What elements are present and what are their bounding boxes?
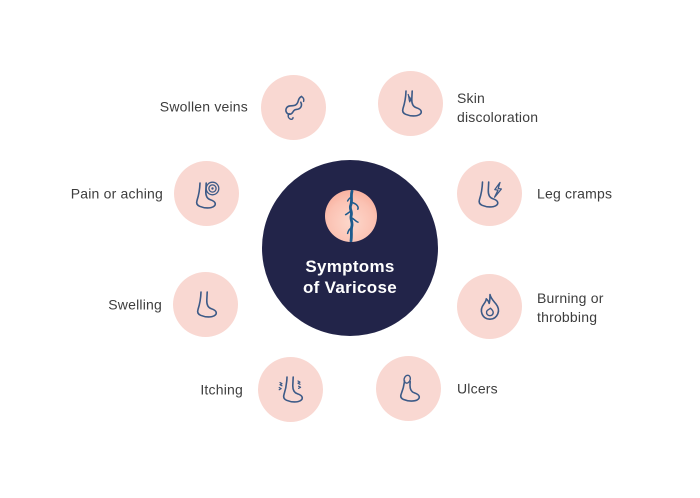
circle-swollen-veins xyxy=(261,75,326,140)
label-pain-aching: Pain or aching xyxy=(70,185,163,202)
vein-illustration-icon xyxy=(344,190,359,242)
circle-pain-aching xyxy=(174,161,239,226)
circle-ulcers xyxy=(376,356,441,421)
swollen-vein-icon xyxy=(284,95,304,120)
diagram-title: Symptoms of Varicose xyxy=(262,256,438,298)
circle-burning-throbbing xyxy=(457,274,522,339)
diagram-title-line1: Symptoms xyxy=(305,257,395,276)
vein-illustration-circle xyxy=(325,190,377,242)
foot-vein-icon xyxy=(401,89,422,117)
foot-itch-icon xyxy=(278,375,303,403)
foot-ulcer-icon xyxy=(399,374,420,402)
label-skin-discoloration: Skin discoloration xyxy=(457,90,539,125)
diagram-title-line2: of Varicose xyxy=(302,278,397,297)
swollen-foot-icon xyxy=(196,290,217,318)
label-swollen-veins: Swollen veins xyxy=(159,98,248,115)
foot-lightning-icon xyxy=(477,180,502,208)
circle-leg-cramps xyxy=(457,161,522,226)
circle-swelling xyxy=(173,272,238,337)
label-itching: Itching xyxy=(200,381,243,398)
foot-pain-target-icon xyxy=(195,181,219,209)
center-hub-circle: Symptoms of Varicose xyxy=(262,160,438,336)
label-swelling: Swelling xyxy=(108,296,162,313)
label-burning-throbbing: Burning or throbbing xyxy=(537,290,604,325)
label-ulcers: Ulcers xyxy=(457,380,498,397)
circle-itching xyxy=(258,357,323,422)
flame-icon xyxy=(480,293,499,320)
label-leg-cramps: Leg cramps xyxy=(537,185,613,202)
circle-skin-discoloration xyxy=(378,71,443,136)
